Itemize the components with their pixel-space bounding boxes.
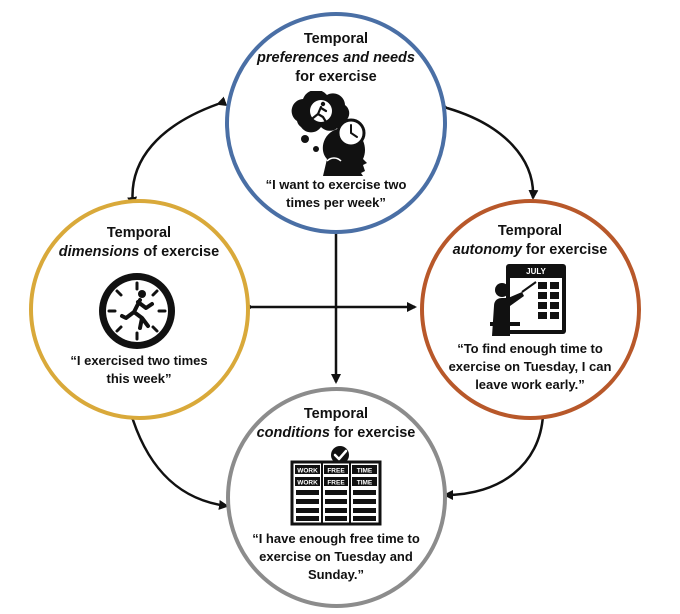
node-temporal-preferences [225, 12, 447, 234]
node-left-quote: “I exercised two times this week” [49, 352, 229, 388]
node-left-quote-line1: “I exercised two times [70, 353, 208, 368]
node-top-quote: “I want to exercise two times per week” [246, 176, 426, 212]
schedule-r2-c1: WORK [297, 480, 318, 487]
node-left-title: Temporal dimensions of exercise [39, 224, 239, 262]
node-bottom-title: Temporal conditions for exercise [236, 405, 436, 443]
schedule-table-icon: WORK FREE TIME WORK FREE TIME [290, 446, 382, 526]
arrow-top-left [127, 96, 228, 207]
node-right-quote-line3: leave work early.” [475, 377, 585, 392]
node-bottom-title-line1: Temporal [303, 406, 369, 422]
node-right-title-rest: for exercise [521, 242, 608, 258]
schedule-r1-c2: FREE [327, 468, 345, 475]
node-top-quote-line1: “I want to exercise two [265, 177, 407, 192]
node-bottom-quote-line1: “I have enough free time to [252, 531, 420, 546]
node-right-quote: “To find enough time to exercise on Tues… [435, 340, 625, 394]
runner-clock-icon [99, 273, 175, 349]
node-bottom-quote: “I have enough free time to exercise on … [241, 530, 431, 584]
calendar-planner-icon: JULY [490, 264, 566, 336]
node-top-title-em: preferences and needs [257, 50, 415, 66]
node-bottom-quote-line3: Sunday.” [307, 567, 365, 582]
arrow-top-right [437, 100, 539, 200]
thinking-runner-clock-icon [291, 91, 367, 176]
schedule-r1-c1: WORK [297, 468, 318, 475]
node-right-title-em: autonomy [452, 242, 522, 258]
node-right-title-line1: Temporal [497, 223, 563, 239]
schedule-r2-c3: TIME [357, 480, 373, 487]
arrow-right-bottom [443, 406, 549, 500]
node-right-title: Temporal autonomy for exercise [430, 222, 630, 260]
node-left-title-line1: Temporal [106, 225, 172, 241]
arrow-left-bottom [125, 410, 229, 510]
node-top-title-line3: for exercise [295, 69, 377, 85]
schedule-r2-c2: FREE [327, 480, 345, 487]
node-bottom-title-rest: for exercise [329, 425, 416, 441]
node-top-quote-line2: times per week” [286, 195, 386, 210]
node-bottom-title-em: conditions [256, 425, 330, 441]
node-right-quote-line1: “To find enough time to [457, 341, 603, 356]
node-left-title-rest: of exercise [139, 244, 220, 260]
schedule-r1-c3: TIME [357, 468, 373, 475]
node-left-title-em: dimensions [58, 244, 140, 260]
node-right-quote-line2: exercise on Tuesday, I can [448, 359, 612, 374]
calendar-month-label: JULY [526, 267, 546, 276]
node-top-title-line1: Temporal [303, 31, 369, 47]
node-left-quote-line2: this week” [106, 371, 172, 386]
node-bottom-quote-line2: exercise on Tuesday and [259, 549, 413, 564]
node-top-title: Temporal preferences and needs for exerc… [236, 30, 436, 87]
